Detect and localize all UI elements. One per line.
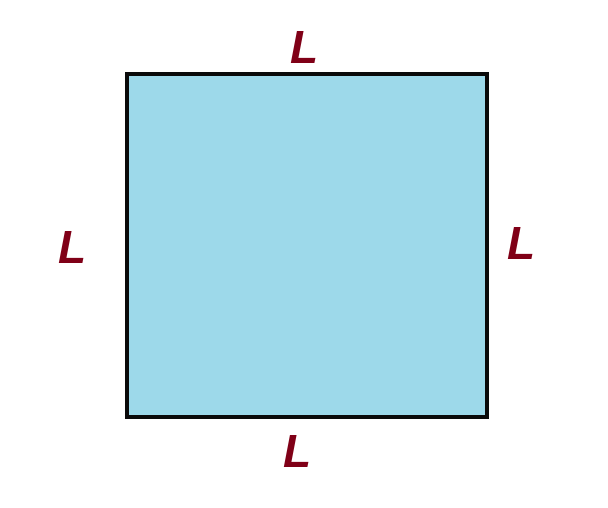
side-label-bottom: L (283, 425, 312, 477)
square-shape (125, 72, 489, 419)
side-label-left: L (58, 221, 87, 273)
side-label-top: L (290, 21, 319, 73)
side-label-right: L (507, 217, 536, 269)
